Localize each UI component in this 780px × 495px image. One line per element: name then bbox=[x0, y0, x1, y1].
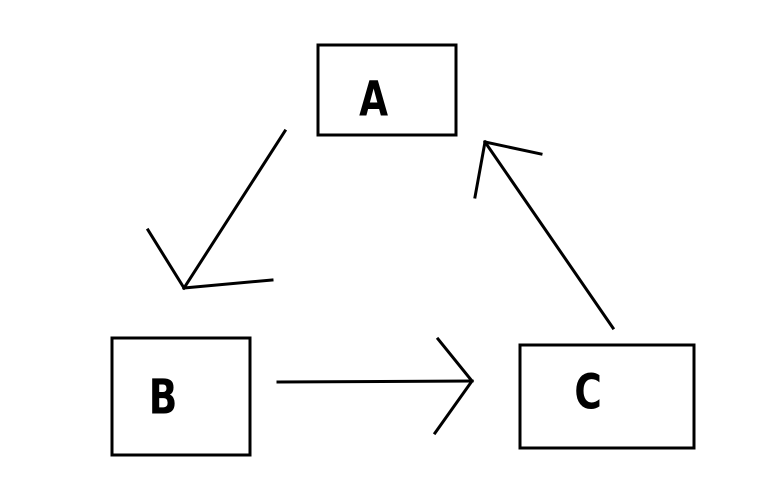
edge-c-to-a bbox=[473, 139, 616, 331]
edge-a-to-b-head-right bbox=[182, 278, 274, 290]
edge-a-to-b-head-left bbox=[145, 227, 187, 291]
edge-c-to-a-shaft bbox=[482, 139, 616, 331]
edge-b-to-c-head-bottom bbox=[432, 378, 475, 436]
node-b-box bbox=[110, 336, 252, 457]
edge-b-to-c bbox=[276, 336, 475, 436]
node-c: C bbox=[518, 343, 696, 450]
edge-a-to-b-shaft bbox=[181, 128, 288, 291]
edge-b-to-c-head-top bbox=[435, 336, 475, 384]
node-b-label: B bbox=[149, 370, 178, 426]
edge-b-to-c-shaft bbox=[276, 379, 474, 384]
edge-a-to-b bbox=[145, 128, 288, 291]
node-a-label: A bbox=[359, 72, 389, 128]
node-b: B bbox=[110, 336, 252, 457]
node-c-label: C bbox=[574, 365, 601, 421]
node-a-box bbox=[316, 43, 458, 137]
node-c-box bbox=[518, 343, 696, 450]
edge-c-to-a-head-right bbox=[483, 140, 543, 156]
edge-c-to-a-head-left bbox=[473, 140, 487, 199]
node-a: A bbox=[316, 43, 458, 137]
